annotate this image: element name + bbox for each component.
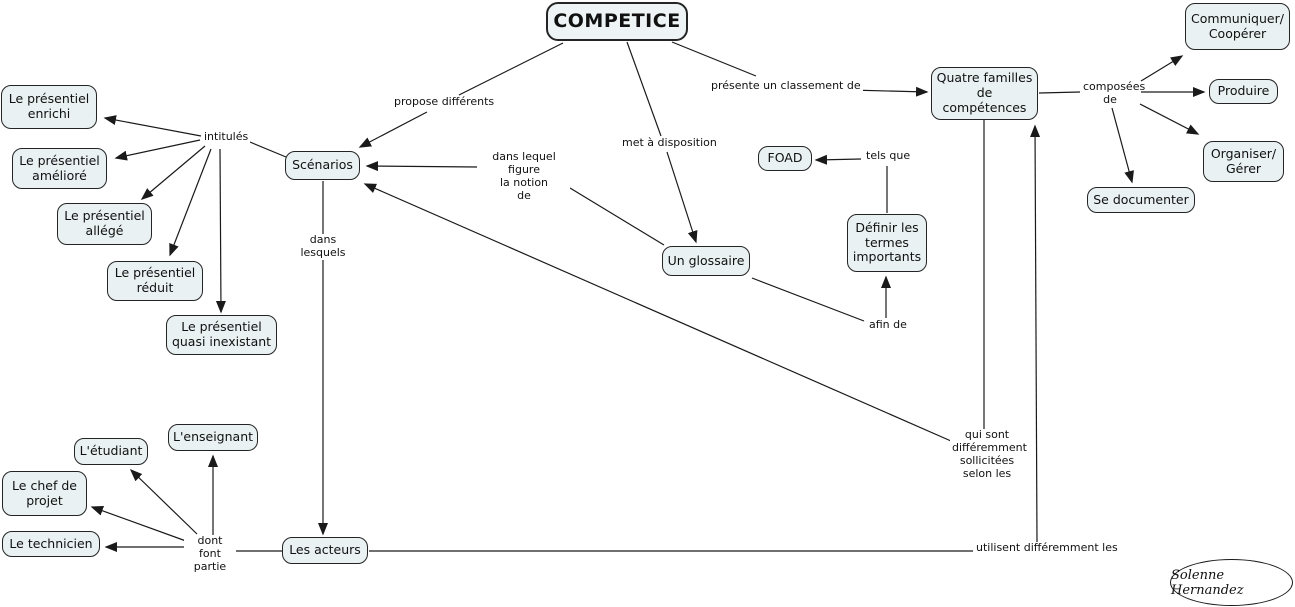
node-competice: COMPETICE bbox=[546, 2, 688, 41]
edge-composees-documenter bbox=[1111, 107, 1134, 184]
edge-glossaire-danslequel bbox=[569, 187, 665, 246]
edge-label-tels-que: tels que bbox=[864, 149, 913, 163]
node-enseignant: L'enseignant bbox=[168, 424, 258, 451]
node-presentiel-quasi: Le présentiel quasi inexistant bbox=[166, 315, 277, 355]
node-organiser-gerer: Organiser/ Gérer bbox=[1203, 141, 1284, 182]
edge-intitules-reduit bbox=[169, 148, 212, 257]
edge-dontfont-chefprojet bbox=[90, 506, 187, 542]
edge-utilisent-quatrefamilles bbox=[1030, 124, 1041, 544]
edge-presente-quatrefamilles bbox=[849, 86, 929, 97]
author-name: Solenne Hernandez bbox=[1171, 567, 1244, 598]
edge-label-utilisent: utilisent différemment les bbox=[974, 541, 1120, 555]
node-acteurs: Les acteurs bbox=[282, 537, 368, 564]
edge-label-dans-lequel: dans lequel figure la notion de bbox=[478, 150, 570, 203]
edge-scenarios-intitules bbox=[244, 139, 287, 158]
node-communiquer-cooperer: Communiquer/ Coopérer bbox=[1185, 3, 1290, 50]
edge-telsque-foad bbox=[814, 154, 862, 165]
node-produire: Produire bbox=[1209, 79, 1278, 104]
node-presentiel-allege: Le présentiel allégé bbox=[57, 203, 152, 245]
author-signature-ellipse: Solenne Hernandez bbox=[1170, 559, 1293, 606]
edge-intitules-quasi bbox=[215, 148, 226, 314]
node-quatre-familles: Quatre familles de compétences bbox=[931, 67, 1038, 120]
node-presentiel-ameliore: Le présentiel amélioré bbox=[12, 148, 107, 189]
node-presentiel-reduit: Le présentiel réduit bbox=[107, 261, 203, 301]
node-scenarios: Scénarios bbox=[285, 151, 360, 180]
node-etudiant: L'étudiant bbox=[74, 438, 148, 465]
edge-met-glossaire bbox=[666, 151, 698, 244]
edge-intitules-enrichi bbox=[103, 115, 202, 137]
node-definir-termes: Définir les termes importants bbox=[847, 214, 927, 272]
edge-intitules-ameliore bbox=[114, 139, 201, 161]
edge-danslequel-scenarios bbox=[365, 161, 478, 172]
node-chef-projet: Le chef de projet bbox=[2, 471, 87, 516]
edge-label-propose: propose différents bbox=[392, 95, 497, 109]
edge-quisont-scenarios bbox=[363, 183, 952, 442]
edge-intitules-allege bbox=[140, 145, 206, 200]
edge-glossaire-afinde bbox=[751, 277, 865, 322]
edge-composees-communiquer bbox=[1140, 55, 1184, 82]
edge-competice-propose bbox=[458, 42, 564, 96]
edge-label-met-a-disposition: met à disposition bbox=[620, 136, 719, 150]
edge-label-composees: composées de bbox=[1081, 80, 1146, 107]
node-presentiel-enrichi: Le présentiel enrichi bbox=[1, 85, 97, 129]
edge-dontfont-etudiant bbox=[129, 468, 198, 535]
edge-label-intitules: intitulés bbox=[202, 130, 251, 144]
node-se-documenter: Se documenter bbox=[1087, 187, 1195, 213]
edge-label-presente: présente un classement de bbox=[709, 79, 863, 93]
node-technicien: Le technicien bbox=[2, 531, 100, 557]
edge-competice-met bbox=[626, 41, 662, 137]
edge-label-qui-sont: qui sont différemment sollicitées selon … bbox=[950, 428, 1027, 481]
edge-label-afin-de: afin de bbox=[867, 318, 909, 332]
edge-composees-organiser bbox=[1139, 103, 1200, 135]
edge-propose-scenarios bbox=[358, 111, 428, 148]
node-glossaire: Un glossaire bbox=[662, 246, 750, 276]
edge-quatrefamilles-composees bbox=[1038, 91, 1081, 94]
node-foad: FOAD bbox=[758, 146, 812, 171]
edge-label-dont-font-partie: dont font partie bbox=[184, 534, 236, 574]
edge-competice-presente bbox=[671, 41, 757, 77]
edge-label-dans-lesquels: dans lesquels bbox=[289, 233, 357, 260]
